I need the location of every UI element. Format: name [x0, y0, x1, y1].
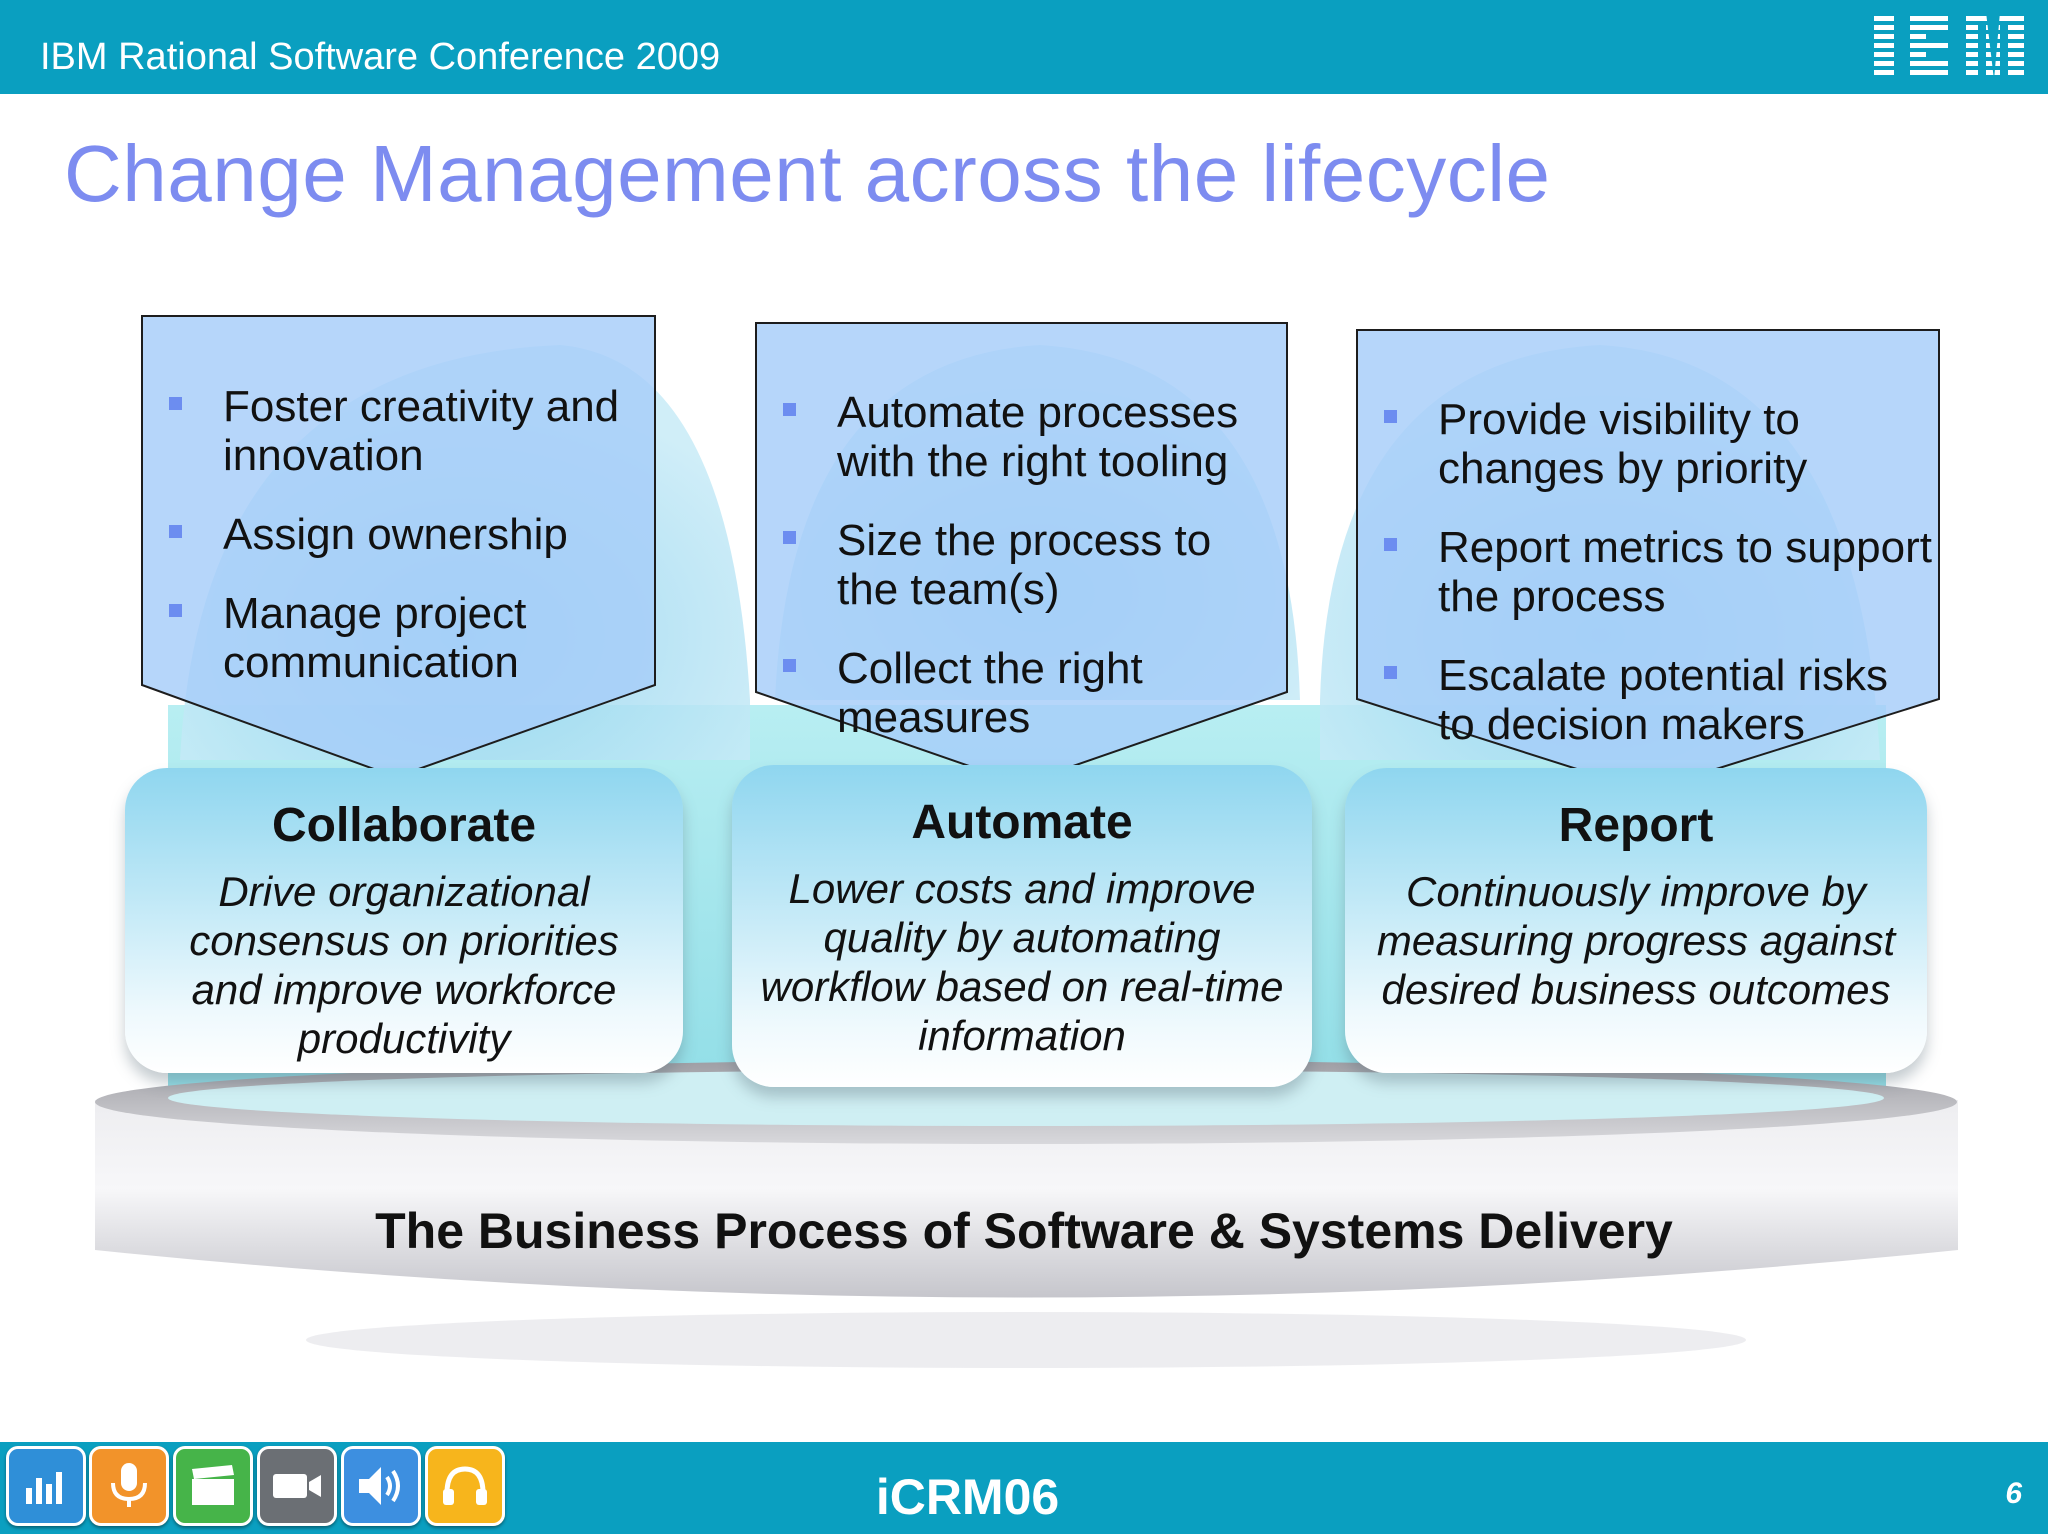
card-description: Lower costs and improve quality by autom…	[760, 865, 1284, 1059]
bullet-item: Foster creativity and innovation	[169, 382, 649, 480]
clapperboard-icon	[192, 1465, 234, 1505]
card-title: Report	[1558, 799, 1714, 852]
headphones-icon[interactable]	[425, 1446, 505, 1526]
bullet-item: Manage project communication	[169, 589, 649, 687]
bullet-item: Size the process to the team(s)	[783, 516, 1283, 614]
microphone-icon	[111, 1463, 147, 1507]
card-description: Continuously improve by measuring progre…	[1376, 868, 1896, 1013]
speaker-icon[interactable]	[341, 1446, 421, 1526]
callout-automate: Automate processes with the right toolin…	[755, 322, 1288, 785]
platform-label: The Business Process of Software & Syste…	[375, 1203, 1673, 1259]
bullet-item: Provide visibility to changes by priorit…	[1384, 395, 1934, 493]
report-card: Report Continuously improve by measuring…	[1345, 768, 1927, 1073]
ibm-logo-icon	[1868, 12, 2030, 80]
headphones-icon	[443, 1466, 487, 1505]
bullet-item: Report metrics to support the process	[1384, 523, 1934, 621]
square-bullet-icon	[1384, 666, 1397, 679]
square-bullet-icon	[1384, 538, 1397, 551]
speaker-icon	[359, 1467, 400, 1505]
video-camera-icon[interactable]	[257, 1446, 337, 1526]
chart-icon[interactable]	[6, 1446, 86, 1526]
page-number: 6	[2005, 1477, 2022, 1510]
bullet-item: Automate processes with the right toolin…	[783, 388, 1283, 486]
square-bullet-icon	[783, 659, 796, 672]
collaborate-card: Collaborate Drive organizational consens…	[125, 768, 683, 1073]
video-camera-icon	[273, 1474, 321, 1498]
callout-collaborate: Foster creativity and innovation Assign …	[141, 315, 656, 778]
conference-title: IBM Rational Software Conference 2009	[40, 36, 721, 78]
microphone-icon[interactable]	[89, 1446, 169, 1526]
header-bar: IBM Rational Software Conference 2009	[0, 0, 2048, 94]
card-description: Drive organizational consensus on priori…	[189, 868, 619, 1062]
automate-card: Automate Lower costs and improve quality…	[732, 765, 1312, 1087]
clapperboard-icon[interactable]	[173, 1446, 253, 1526]
slide-title: Change Management across the lifecycle	[64, 129, 1551, 218]
session-code: iCRM06	[875, 1469, 1060, 1525]
bullet-item: Assign ownership	[169, 510, 649, 559]
bullet-item: Collect the right measures	[783, 644, 1283, 742]
chart-icon	[26, 1472, 62, 1504]
callout-report: Provide visibility to changes by priorit…	[1356, 329, 1940, 792]
square-bullet-icon	[169, 397, 182, 410]
square-bullet-icon	[1384, 410, 1397, 423]
square-bullet-icon	[169, 604, 182, 617]
card-title: Automate	[911, 796, 1133, 849]
square-bullet-icon	[783, 531, 796, 544]
card-title: Collaborate	[271, 799, 537, 852]
square-bullet-icon	[169, 525, 182, 538]
square-bullet-icon	[783, 403, 796, 416]
bullet-item: Escalate potential risks to decision mak…	[1384, 651, 1934, 749]
